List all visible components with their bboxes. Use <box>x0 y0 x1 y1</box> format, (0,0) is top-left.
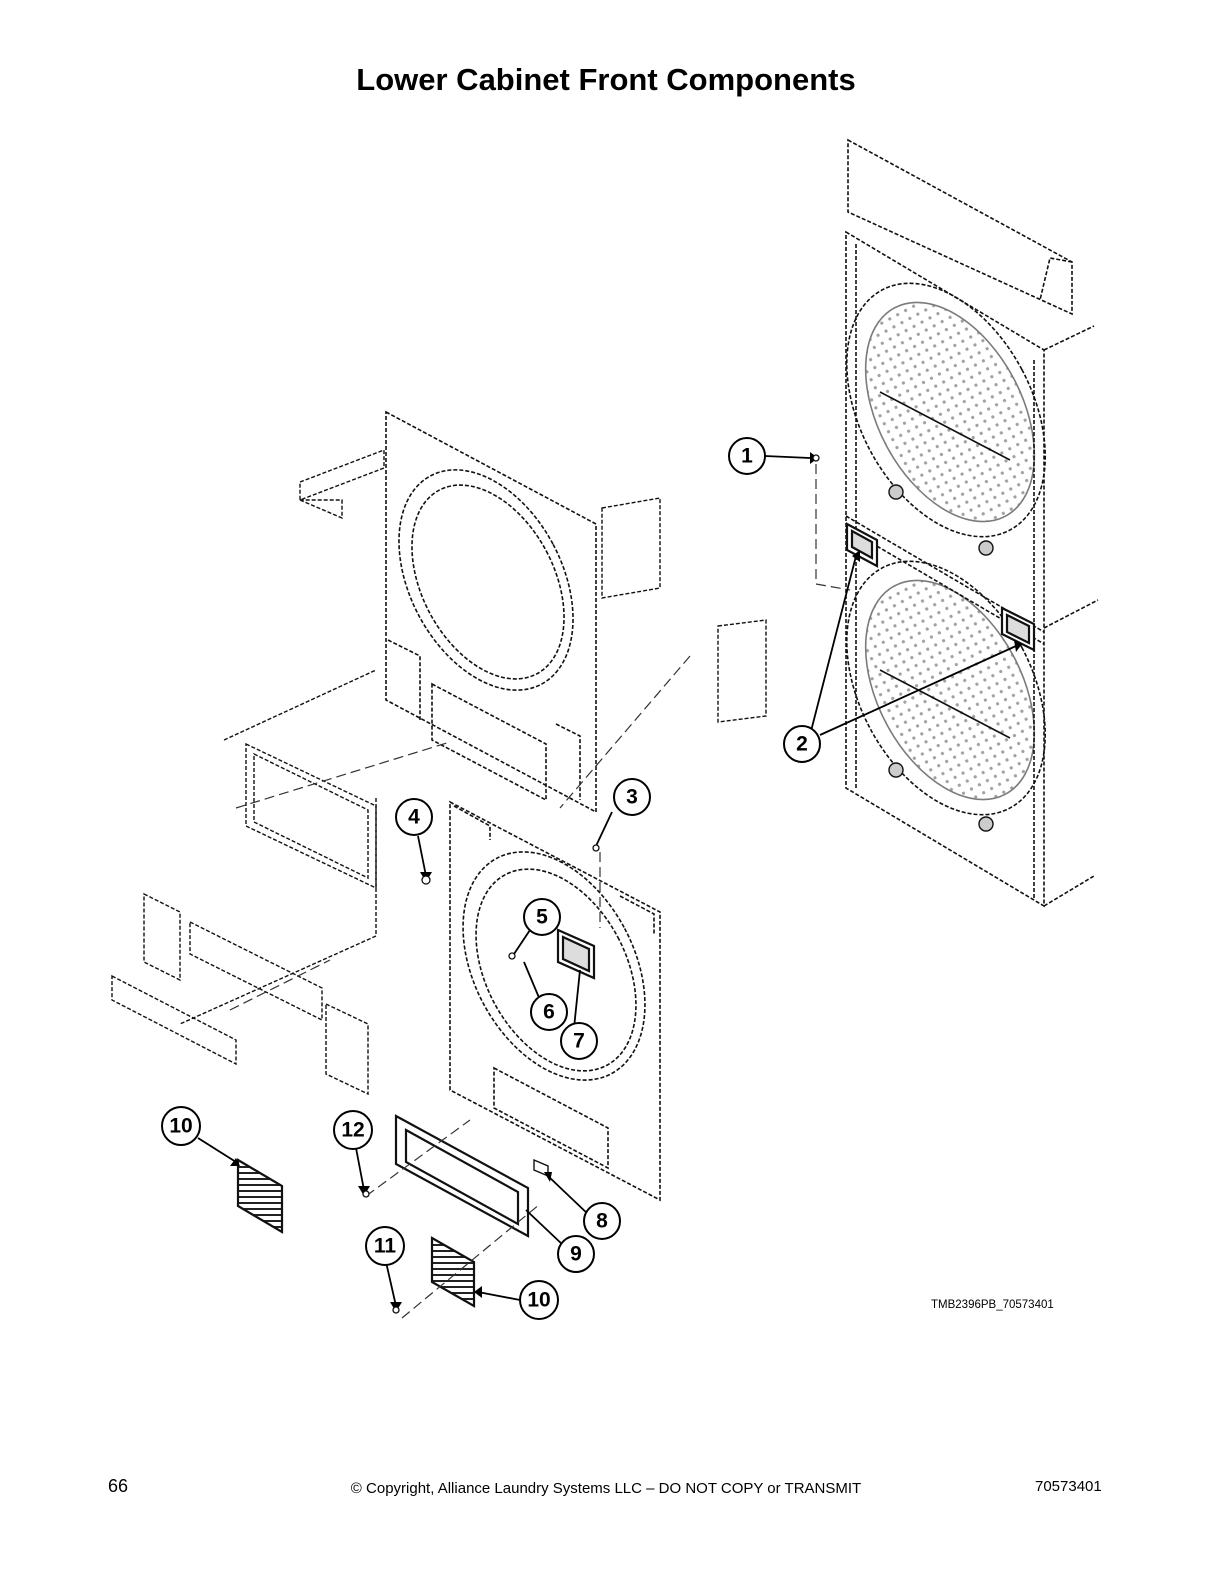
lower-drum <box>845 560 1047 816</box>
document-number: 70573401 <box>1035 1478 1102 1495</box>
access-bezel <box>394 1114 530 1238</box>
assembly-lines <box>229 464 851 1319</box>
lint-door-handle <box>556 928 596 980</box>
callout-11: 11 <box>374 1235 397 1258</box>
callout-circles <box>161 437 821 1320</box>
lower-left-brackets <box>111 669 377 1096</box>
grill-bottom <box>430 1236 476 1308</box>
callout-4: 4 <box>408 806 420 829</box>
callout-arrows <box>197 455 1017 1307</box>
upper-front-panel <box>385 410 597 814</box>
callout-1: 1 <box>741 445 753 468</box>
upper-drum <box>845 282 1047 538</box>
callout-3: 3 <box>626 786 638 809</box>
lower-front-panel <box>449 800 661 1202</box>
knobs <box>888 484 994 832</box>
callout-7: 7 <box>573 1030 585 1053</box>
callout-8: 8 <box>596 1210 608 1233</box>
grill-left <box>236 1158 284 1234</box>
page-title: Lower Cabinet Front Components <box>356 62 856 97</box>
callout-6: 6 <box>543 1001 555 1024</box>
fasteners <box>362 454 820 1314</box>
callout-5: 5 <box>536 906 548 929</box>
callout-2: 2 <box>796 733 808 756</box>
callout-10-left: 10 <box>169 1115 192 1138</box>
copyright-notice: © Copyright, Alliance Laundry Systems LL… <box>350 1480 862 1497</box>
page-number: 66 <box>108 1476 129 1496</box>
upper-left-bracket <box>299 448 385 520</box>
callout-9: 9 <box>570 1243 582 1266</box>
stack-cabinet-assembly <box>845 138 1099 908</box>
arrow-heads <box>230 452 1022 1312</box>
drawing-reference: TMB2396PB_70573401 <box>931 1299 1054 1311</box>
upper-right-bracket <box>601 497 767 723</box>
lint-drawer-handles <box>845 522 1036 652</box>
callout-10-bottom: 10 <box>527 1289 550 1312</box>
callout-12: 12 <box>341 1119 364 1142</box>
